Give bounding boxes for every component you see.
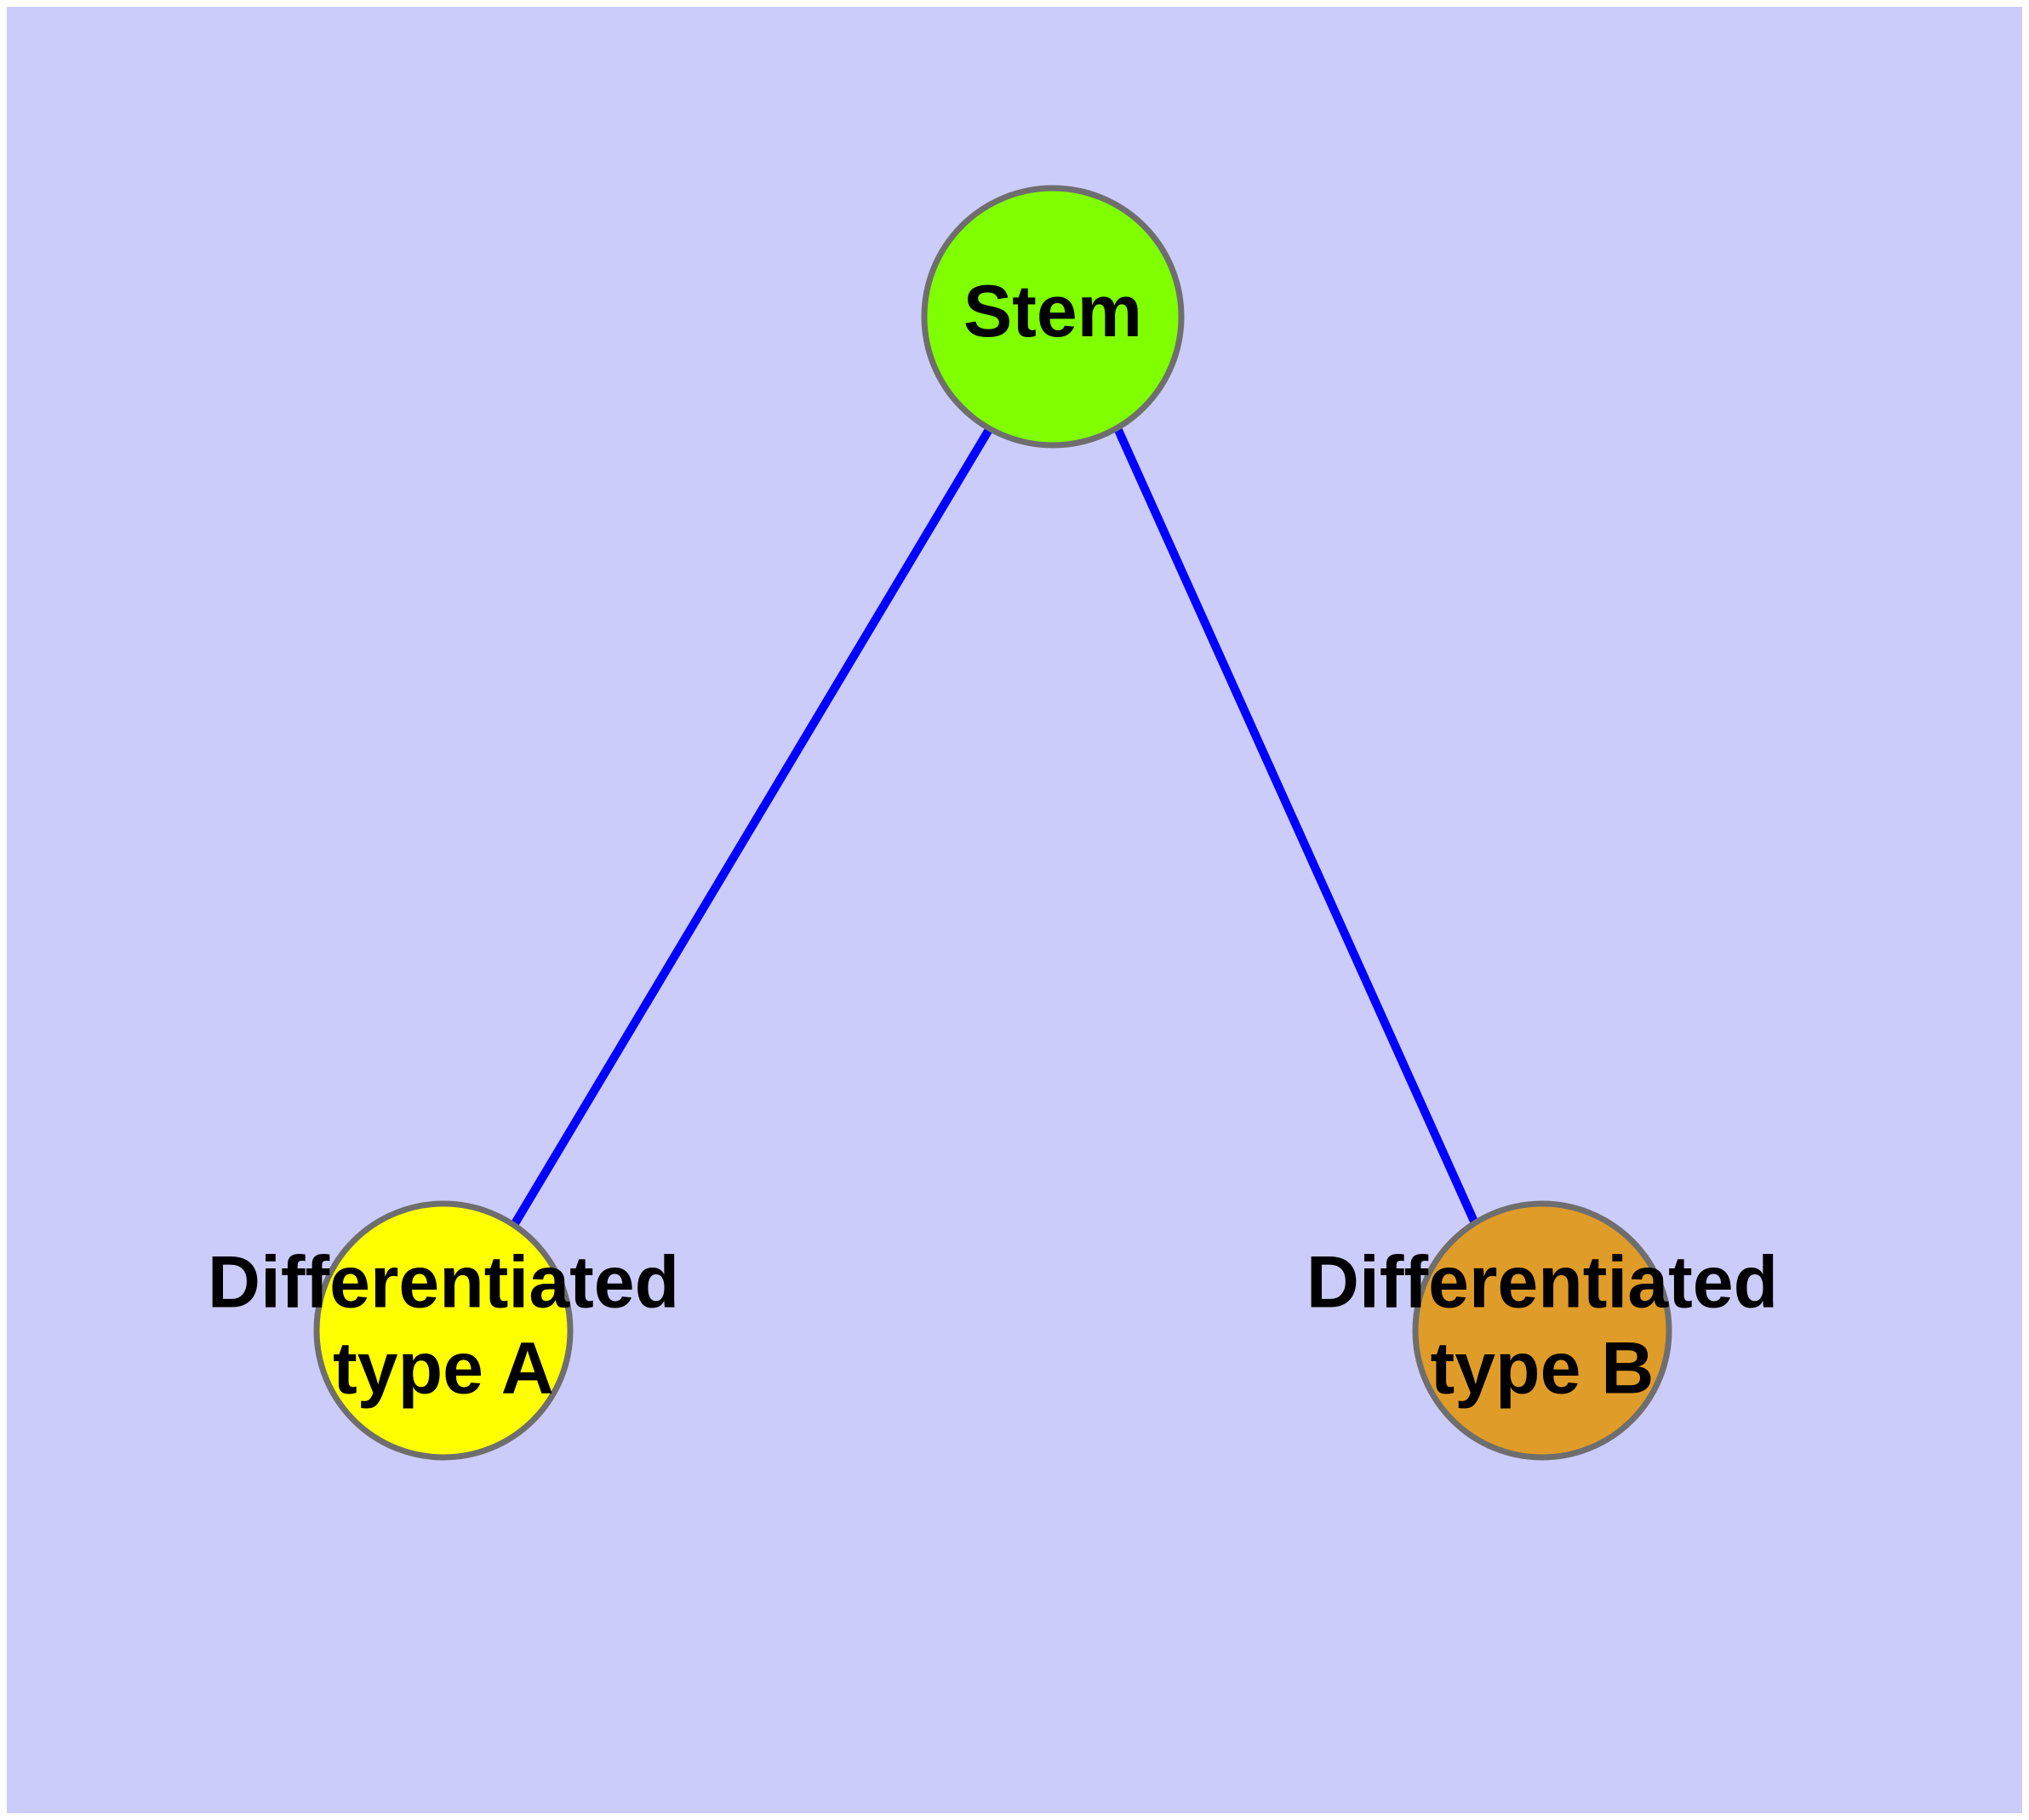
graph-edge-stem-diff_b[interactable] (1113, 426, 1479, 1226)
graph-node-label-stem: Stem (963, 271, 1142, 352)
graph-node-label-line: Stem (963, 271, 1142, 352)
graph-node-diff_a[interactable] (313, 1200, 574, 1461)
nodes-group (313, 185, 1672, 1461)
graph-node-label-line: Differentiated (1306, 1241, 1778, 1323)
edges-group (510, 426, 1479, 1228)
graph-node-diff_b[interactable] (1412, 1200, 1672, 1461)
graph-edge-stem-diff_a[interactable] (510, 426, 994, 1228)
graph-node-label-line: type B (1431, 1327, 1655, 1409)
graph-node-label-line: type A (333, 1327, 554, 1409)
graph-node-label-line: Differentiated (208, 1241, 679, 1323)
graph-node-stem[interactable] (921, 185, 1185, 449)
